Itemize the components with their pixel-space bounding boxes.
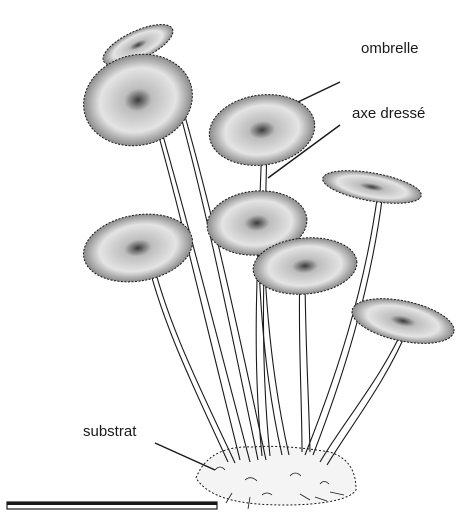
scale-bar (7, 502, 217, 509)
cap (320, 165, 423, 210)
stalk (320, 325, 405, 462)
label-substrat: substrat (83, 423, 136, 440)
leader-ombrelle (298, 82, 340, 102)
label-axe-dresse: axe dressé (352, 105, 425, 122)
cap (348, 291, 458, 352)
leader-substrat (155, 443, 215, 470)
label-ombrelle: ombrelle (361, 40, 419, 57)
stalk (256, 135, 262, 456)
stalk (145, 250, 228, 462)
stalk (299, 268, 302, 452)
stalk (305, 268, 310, 452)
stalk (327, 326, 409, 465)
substrate-mound (196, 446, 356, 509)
cap (73, 42, 203, 157)
